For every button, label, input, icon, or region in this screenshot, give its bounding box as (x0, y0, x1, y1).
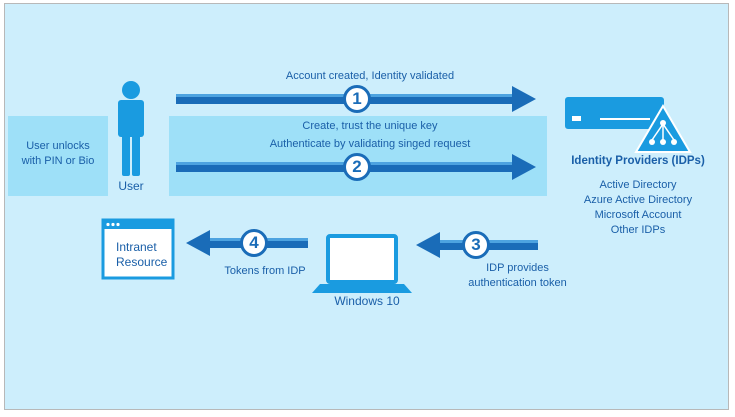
server-icon (565, 97, 664, 129)
directory-icon (634, 104, 692, 153)
diagram-background (4, 3, 729, 410)
browser-window-icon (101, 218, 175, 280)
idp-title: Identity Providers (IDPs) (571, 155, 705, 167)
user-unlock-line-2: with PIN or Bio (21, 155, 95, 167)
idp-provider-item: Other IDPs (610, 224, 666, 236)
user-label: User (118, 179, 144, 193)
resource-label: Intranet Resource (116, 240, 167, 270)
idp-provider-item: Active Directory (599, 179, 677, 191)
resource-label-line-2: Resource (116, 255, 168, 269)
step-2-caption-line-1: Create, trust the unique key (302, 120, 438, 132)
user-unlock-panel (8, 116, 108, 196)
device-label: Windows 10 (334, 294, 400, 308)
step-4-badge: 4 (240, 229, 268, 257)
idp-provider-list: Active Directory Azure Active Directory … (558, 178, 718, 238)
laptop-icon (312, 234, 412, 293)
user-unlock-text: User unlocks with PIN or Bio (10, 139, 106, 169)
user-unlock-line-1: User unlocks (26, 140, 90, 152)
step-3-caption-line-2: authentication token (468, 277, 567, 289)
idp-provider-item: Microsoft Account (594, 209, 682, 221)
step-3-caption-line-1: IDP provides (486, 262, 549, 274)
resource-label-line-1: Intranet (116, 240, 157, 254)
step-3-caption: IDP provides authentication token (450, 261, 585, 291)
step-1-badge: 1 (343, 85, 371, 113)
step-2-badge: 2 (343, 153, 371, 181)
step-1-caption: Account created, Identity validated (285, 70, 455, 82)
step-2-caption-line-2: Authenticate by validating singed reques… (269, 138, 471, 150)
person-icon (118, 81, 144, 176)
step-4-caption: Tokens from IDP (224, 265, 306, 277)
step-3-badge: 3 (462, 231, 490, 259)
idp-provider-item: Azure Active Directory (583, 194, 693, 206)
